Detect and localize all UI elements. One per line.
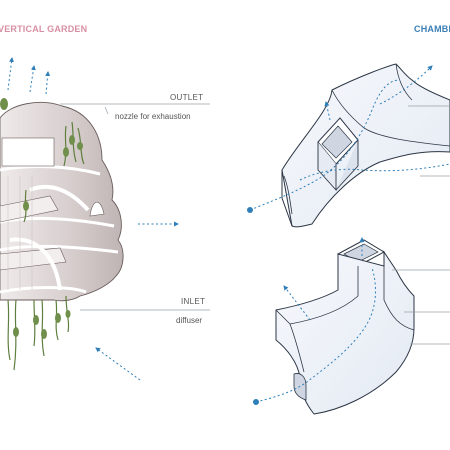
chamber-upper-left-edge: [281, 170, 293, 227]
chamber-title: CHAMBE: [414, 24, 450, 34]
airflow-path-upper-3: [299, 163, 450, 181]
leaf: [63, 147, 69, 157]
outlet-leader-tick: [104, 106, 109, 115]
airflow-path-lower-1: [255, 267, 376, 403]
leaf: [65, 310, 71, 318]
chamber-lower-edge-1: [275, 266, 359, 325]
ramp-curve-2: [9, 237, 62, 291]
chamber-lower-edge-3: [289, 323, 305, 373]
label-leader-lines: [60, 103, 210, 311]
chamber-upper-crease: [395, 63, 413, 101]
plant-vine-6: [41, 299, 45, 357]
tower-shell: [0, 101, 124, 302]
airflow-origin-upper: [247, 207, 253, 213]
vertical-garden-title: VERTICAL GARDEN: [0, 24, 88, 34]
leaf: [77, 142, 83, 150]
floor-slab-4: [0, 286, 87, 294]
airflow-arrow-inlet: [95, 347, 141, 381]
airflow-arrow-up-1: [7, 57, 14, 91]
ramp-upper: [0, 195, 59, 223]
airflow-arrow-up-2: [29, 65, 36, 93]
vertical-garden-tower: [0, 57, 179, 381]
floor-slab-1: [0, 165, 101, 176]
airflow-path-upper-2: [379, 65, 433, 105]
plant-vine-2: [63, 125, 67, 167]
airflow-path-upper-1: [249, 79, 401, 211]
inlet-description: diffuser: [176, 316, 203, 325]
facade-grid: [7, 176, 33, 290]
chamber-upper-airflow: [249, 65, 450, 211]
tower-airflow: [7, 57, 179, 381]
plant-foliage: [0, 98, 83, 339]
leaf: [23, 201, 29, 211]
leaf: [55, 313, 61, 323]
arched-opening: [89, 201, 105, 217]
upper-window-opening: [1, 137, 55, 167]
chamber-upper: [247, 63, 450, 228]
floor-slab-2: [0, 217, 115, 228]
outlet-description: nozzle for exhaustion: [115, 112, 191, 121]
airflow-arrow-up-3: [45, 71, 51, 95]
chamber-upper-chimney-side: [317, 142, 337, 192]
plant-vine-10: [7, 299, 11, 361]
leaf: [33, 315, 39, 325]
chamber-lower-edge-2: [383, 266, 415, 331]
floor-slab-3: [0, 244, 119, 254]
chamber-lower-airflow: [255, 237, 376, 403]
leaf: [13, 327, 19, 337]
leaf: [0, 98, 8, 110]
leaf: [69, 135, 75, 145]
chamber-upper-chimney-front: [335, 140, 359, 191]
airflow-origin-lower: [253, 399, 259, 405]
ramp-curve-1: [29, 184, 90, 212]
airflow-arrow-chimney: [324, 101, 331, 121]
leaf: [41, 329, 47, 339]
inlet-label: INLET: [181, 297, 206, 306]
chamber-upper-chimney-hole: [321, 125, 353, 159]
chamber-upper-body: [281, 63, 450, 228]
chamber-lower: [253, 237, 450, 415]
outlet-label: OUTLET: [170, 93, 204, 102]
